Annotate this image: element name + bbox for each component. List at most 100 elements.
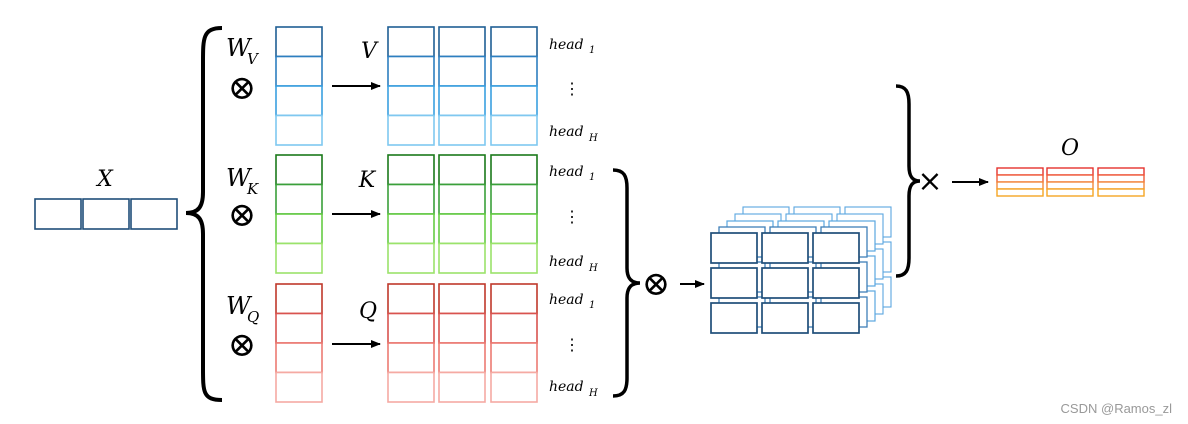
svg-text:head: head [549, 164, 584, 180]
wv-matrix [275, 26, 323, 146]
matrix-cell [438, 183, 486, 215]
left-brace [185, 26, 223, 402]
matrix-cell [438, 26, 486, 58]
output-cell [1097, 167, 1145, 176]
matrix-cell [387, 26, 435, 58]
q-head-last: head H [549, 379, 598, 399]
matrix-cell [490, 283, 538, 315]
weight-cell [275, 312, 323, 344]
matrix-cell [387, 312, 435, 344]
output-cell [996, 167, 1044, 176]
output-cell [996, 181, 1044, 190]
matrix-cell [490, 85, 538, 117]
matrix-cell [387, 213, 435, 245]
matrix-cell [490, 342, 538, 374]
otimes-v-icon: ⊗ [228, 68, 257, 108]
output-o [996, 167, 1145, 197]
weight-cell [275, 283, 323, 315]
svg-text:head: head [549, 292, 584, 308]
x-cell [82, 198, 130, 230]
weight-cell [275, 242, 323, 274]
matrix-cell [490, 312, 538, 344]
matrix-cell [387, 154, 435, 186]
svg-text:W: W [226, 292, 253, 320]
o-label: O [1061, 136, 1079, 161]
matrix-cell [438, 114, 486, 146]
q-label: Q [359, 299, 377, 324]
matrix-cell [387, 371, 435, 403]
weight-cell [275, 342, 323, 374]
matrix-cell [490, 242, 538, 274]
k-head-last: head H [549, 254, 598, 274]
v-label: V [361, 39, 379, 64]
svg-text:1: 1 [589, 172, 595, 183]
weight-cell [275, 85, 323, 117]
svg-text:K: K [246, 180, 259, 198]
k-head-ellipsis: ⋮ [564, 207, 580, 226]
weight-cell [275, 154, 323, 186]
q-head-ellipsis: ⋮ [564, 335, 580, 354]
v-attn-brace [895, 84, 921, 278]
attention-cell [812, 302, 860, 334]
output-cell [1046, 174, 1094, 183]
wk-label: W K [226, 164, 259, 198]
svg-text:1: 1 [589, 45, 595, 56]
watermark: CSDN @Ramos_zl [1061, 401, 1173, 416]
svg-text:W: W [226, 34, 253, 62]
x-cell [34, 198, 82, 230]
attention-cell [761, 232, 809, 264]
matrix-cell [490, 154, 538, 186]
matrix-cell [387, 55, 435, 87]
attention-cell [812, 232, 860, 264]
output-cell [1097, 188, 1145, 197]
v-matrix [387, 26, 538, 146]
x-row [34, 198, 178, 230]
svg-text:V: V [247, 50, 260, 68]
k-head-first: head 1 [549, 164, 595, 183]
weight-cell [275, 213, 323, 245]
otimes-q-icon: ⊗ [228, 325, 257, 365]
output-cell [996, 188, 1044, 197]
otimes-k-icon: ⊗ [228, 195, 257, 235]
svg-text:1: 1 [589, 300, 595, 311]
matrix-cell [387, 85, 435, 117]
svg-text:head: head [549, 254, 584, 270]
kq-brace [612, 168, 641, 398]
matrix-cell [438, 85, 486, 117]
wq-label: W Q [226, 292, 259, 326]
matrix-cell [490, 371, 538, 403]
attention-cell [812, 267, 860, 299]
q-matrix [387, 283, 538, 403]
matrix-cell [438, 213, 486, 245]
v-head-first: head 1 [549, 37, 595, 56]
k-label: K [358, 168, 377, 193]
wq-matrix [275, 283, 323, 403]
matrix-cell [387, 242, 435, 274]
matrix-cell [438, 342, 486, 374]
attention-cell [710, 232, 758, 264]
k-matrix [387, 154, 538, 274]
svg-text:head: head [549, 379, 584, 395]
wk-matrix [275, 154, 323, 274]
output-cell [1097, 174, 1145, 183]
weight-cell [275, 55, 323, 87]
output-cell [1046, 181, 1094, 190]
weight-cell [275, 371, 323, 403]
weight-cell [275, 183, 323, 215]
matrix-cell [438, 55, 486, 87]
v-head-ellipsis: ⋮ [564, 79, 580, 98]
matrix-cell [490, 114, 538, 146]
matrix-cell [490, 183, 538, 215]
weight-cell [275, 114, 323, 146]
matrix-cell [438, 312, 486, 344]
times-icon: × [917, 164, 942, 199]
matrix-cell [438, 371, 486, 403]
attention-cell [761, 267, 809, 299]
q-head-first: head 1 [549, 292, 595, 311]
x-label: X [95, 167, 114, 192]
v-head-last: head H [549, 124, 598, 144]
svg-text:H: H [588, 388, 598, 399]
matrix-cell [387, 342, 435, 374]
svg-text:head: head [549, 124, 584, 140]
